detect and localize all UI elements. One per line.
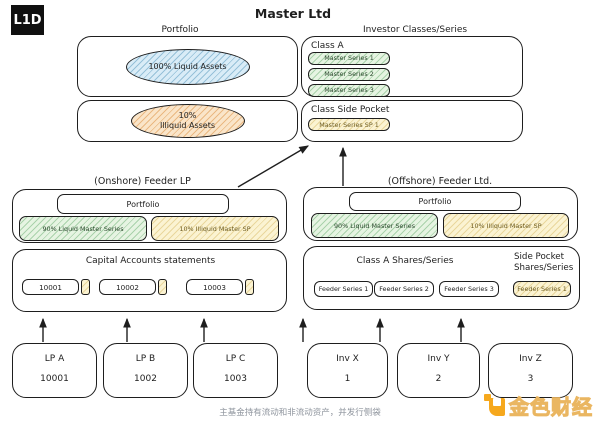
side-pocket-shares-title: Side Pocket Shares/Series <box>514 252 573 273</box>
investor-number: 3 <box>527 374 534 384</box>
l1d-logo: L1D <box>11 5 44 35</box>
offshore-feeder-box: Portfolio 90% Liquid Master Series 10% I… <box>303 187 578 241</box>
class-a-box: Class A Master Series 1 Master Series 2 … <box>301 36 523 97</box>
investor-number: 2 <box>435 374 442 384</box>
onshore-feeder-box: Portfolio 90% Liquid Master Series 10% I… <box>12 189 287 243</box>
master-series-3-pill: Master Series 3 <box>308 84 390 97</box>
investor-name: Inv X <box>336 354 359 364</box>
capital-account-10001: 10001 <box>22 279 90 295</box>
offshore-feeder-title: (Offshore) Feeder Ltd. <box>387 176 493 187</box>
side-pocket-shares-line2: Shares/Series <box>514 262 574 273</box>
capital-account-10003: 10003 <box>186 279 254 295</box>
offshore-portfolio-box: Portfolio <box>349 192 521 211</box>
caption-text: 主基金持有流动和非流动资产，并发行侧袋 <box>219 408 381 418</box>
class-side-pocket-box: Class Side Pocket Master Series SP 1 <box>301 100 523 142</box>
master-series-2-pill: Master Series 2 <box>308 68 390 81</box>
onshore-portfolio-box: Portfolio <box>57 194 229 214</box>
feeder-series-1-pill: Feeder Series 1 <box>314 281 373 297</box>
account-number: 10003 <box>186 279 243 295</box>
diagram-title: Master Ltd <box>254 6 332 21</box>
investor-name: LP A <box>44 354 65 364</box>
class-side-pocket-label: Class Side Pocket <box>311 105 390 115</box>
liquid-assets-ellipse: 100% Liquid Assets <box>125 48 250 85</box>
class-a-label: Class A <box>311 41 344 51</box>
investor-name: Inv Y <box>427 354 450 364</box>
investor-box-lp-b: LP B 1002 <box>103 343 188 398</box>
offshore-liquid-pill: 90% Liquid Master Series <box>311 213 438 238</box>
investor-box-lp-c: LP C 1003 <box>193 343 278 398</box>
investor-name: LP B <box>135 354 156 364</box>
account-number: 10002 <box>99 279 156 295</box>
feeder-series-3-pill: Feeder Series 3 <box>439 281 499 297</box>
investor-box-inv-x: Inv X 1 <box>307 343 388 398</box>
investor-classes-label: Investor Classes/Series <box>362 25 468 35</box>
liquid-assets-text: 100% Liquid Assets <box>148 61 227 71</box>
master-illiquid-portfolio-box: 10% Illiquid Assets <box>77 100 298 142</box>
class-a-shares-title: Class A Shares/Series <box>356 256 454 266</box>
investor-name: Inv Z <box>519 354 542 364</box>
master-portfolio-label: Portfolio <box>161 25 199 35</box>
offshore-illiquid-pill: 10% Illiquid Master SP <box>443 213 569 238</box>
capital-accounts-title: Capital Accounts statements <box>85 256 216 266</box>
onshore-feeder-title: (Onshore) Feeder LP <box>94 176 191 187</box>
investor-number: 1 <box>344 374 351 384</box>
master-series-sp1-pill: Master Series SP 1 <box>308 118 390 131</box>
arrow-onshore-to-master <box>237 145 309 188</box>
side-pocket-feeder-series-pill: Feeder Series 1 <box>513 281 571 297</box>
investor-number: 1002 <box>134 374 157 384</box>
side-pocket-shares-line1: Side Pocket <box>514 252 565 262</box>
onshore-illiquid-pill: 10% Illiquid Master SP <box>151 216 279 241</box>
investor-box-lp-a: LP A 10001 <box>12 343 97 398</box>
jinse-finance-watermark: 金色财经 <box>508 394 593 419</box>
investor-box-inv-y: Inv Y 2 <box>397 343 480 398</box>
capital-account-10002: 10002 <box>99 279 167 295</box>
illiquid-assets-text: Illiquid Assets <box>159 121 216 130</box>
investor-number: 10001 <box>40 374 69 384</box>
account-number: 10001 <box>22 279 79 295</box>
jinse-finance-logo-icon <box>484 394 506 416</box>
illiquid-assets-ellipse: 10% Illiquid Assets <box>130 104 245 138</box>
master-liquid-portfolio-box: 100% Liquid Assets <box>77 36 298 97</box>
investor-number: 1003 <box>224 374 247 384</box>
account-side-pocket-tab <box>81 279 90 295</box>
investor-box-inv-z: Inv Z 3 <box>488 343 573 398</box>
master-series-1-pill: Master Series 1 <box>308 52 390 65</box>
onshore-liquid-pill: 90% Liquid Master Series <box>19 216 147 241</box>
shares-series-box: Class A Shares/Series Side Pocket Shares… <box>303 246 580 310</box>
capital-accounts-box: Capital Accounts statements 10001 10002 … <box>12 249 287 312</box>
feeder-series-2-pill: Feeder Series 2 <box>374 281 434 297</box>
account-side-pocket-tab <box>245 279 254 295</box>
illiquid-pct-text: 10% <box>178 111 197 120</box>
investor-name: LP C <box>225 354 246 364</box>
account-side-pocket-tab <box>158 279 167 295</box>
